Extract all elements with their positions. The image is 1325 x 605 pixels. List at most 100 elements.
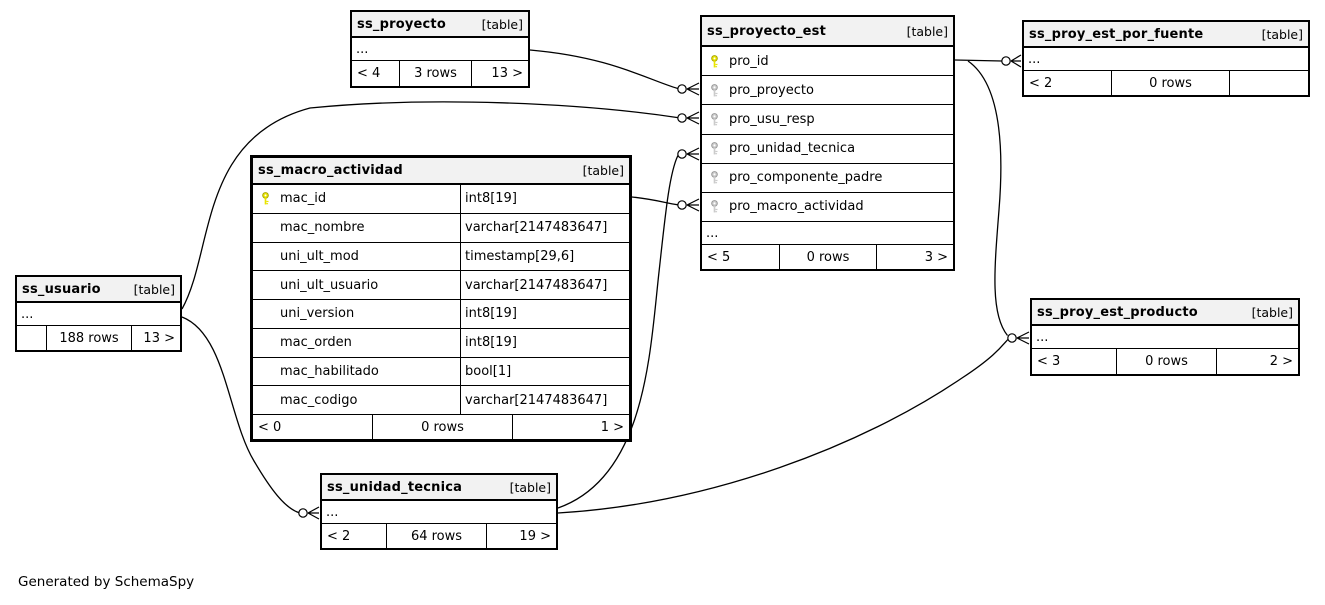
table-ss_unidad_tecnica[interactable]: ss_unidad_tecnica [table] ... < 2 64 row…	[320, 473, 558, 550]
row-count: 188 rows	[47, 326, 132, 350]
column-row-pro_unidad_tecnica[interactable]: pro_unidad_tecnica	[702, 135, 953, 164]
primary-key-icon	[709, 54, 721, 68]
table-ss_usuario[interactable]: ss_usuario [table] ... 188 rows 13 >	[15, 275, 182, 352]
table-ss_proyecto[interactable]: ss_proyecto [table] ... < 4 3 rows 13 >	[350, 10, 530, 88]
table-name[interactable]: ss_usuario	[22, 281, 101, 297]
table-name[interactable]: ss_macro_actividad	[258, 163, 403, 178]
collapsed-columns-ellipsis: ...	[352, 38, 528, 61]
table-name[interactable]: ss_proyecto_est	[707, 23, 827, 39]
collapsed-columns-ellipsis: ...	[1024, 48, 1308, 71]
table-header[interactable]: ss_macro_actividad [table]	[253, 158, 629, 185]
column-row-mac_nombre[interactable]: mac_nombre varchar[2147483647]	[253, 213, 629, 243]
column-name: pro_proyecto	[729, 82, 814, 98]
column-name: pro_unidad_tecnica	[729, 141, 856, 157]
column-row-uni_ult_mod[interactable]: uni_ult_mod timestamp[29,6]	[253, 242, 629, 272]
children-count: 2 >	[1269, 354, 1293, 369]
row-count: 0 rows	[1112, 71, 1230, 95]
children-count: 1 >	[600, 419, 624, 435]
column-row-pro_proyecto[interactable]: pro_proyecto	[702, 76, 953, 106]
column-name: pro_id	[729, 53, 769, 69]
crowfoot-marker-ss_proy_est_producto	[1007, 331, 1030, 345]
column-name: uni_ult_mod	[280, 248, 359, 264]
column-type: varchar[2147483647]	[465, 220, 608, 236]
table-header[interactable]: ss_unidad_tecnica [table]	[322, 475, 556, 501]
column-type: int8[19]	[465, 191, 517, 207]
relationship-pro_id-to-ss_proy_est_por_fuente	[954, 59, 1002, 62]
table-type-tag: [table]	[481, 16, 523, 32]
parents-count: < 0	[253, 415, 373, 439]
crowfoot-marker-pro_proyecto	[677, 82, 700, 96]
column-row-mac_habilitado[interactable]: mac_habilitado bool[1]	[253, 357, 629, 387]
table-type-tag: [table]	[1261, 26, 1303, 42]
row-count: 0 rows	[373, 415, 513, 439]
relationship-ss_usuario-to-pro_usu_resp	[181, 101, 678, 310]
table-header[interactable]: ss_usuario [table]	[17, 277, 180, 303]
table-ss_macro_actividad[interactable]: ss_macro_actividad [table] mac_id int8[1…	[250, 155, 632, 442]
children-count: 13 >	[143, 330, 175, 346]
column-row-pro_macro_actividad[interactable]: pro_macro_actividad	[702, 193, 953, 223]
crowfoot-marker-ss_unidad_tecnica	[298, 506, 320, 520]
foreign-key-icon	[709, 113, 721, 126]
table-footer: < 2 0 rows	[1024, 71, 1308, 95]
column-row-mac_codigo[interactable]: mac_codigo varchar[2147483647]	[253, 386, 629, 415]
parents-count: < 2	[1024, 71, 1112, 95]
table-footer: < 0 0 rows 1 >	[253, 415, 629, 439]
column-name: pro_componente_padre	[729, 170, 883, 186]
foreign-key-icon	[709, 171, 721, 184]
column-row-pro_componente_padre[interactable]: pro_componente_padre	[702, 164, 953, 193]
column-row-uni_version[interactable]: uni_version int8[19]	[253, 300, 629, 329]
children-count: 13 >	[491, 66, 523, 81]
parents-count: < 4	[352, 61, 400, 86]
crowfoot-marker-pro_unidad_tecnica	[677, 147, 700, 161]
collapsed-columns-ellipsis: ...	[17, 303, 180, 326]
children-count: 19 >	[519, 528, 551, 544]
table-name[interactable]: ss_proy_est_producto	[1037, 304, 1198, 320]
column-name: pro_macro_actividad	[729, 199, 864, 215]
table-header[interactable]: ss_proyecto_est [table]	[702, 17, 953, 47]
column-row-mac_id[interactable]: mac_id int8[19]	[253, 185, 629, 214]
table-footer: < 4 3 rows 13 >	[352, 61, 528, 86]
table-ss_proy_est_por_fuente[interactable]: ss_proy_est_por_fuente [table] ... < 2 0…	[1022, 20, 1310, 97]
column-name: mac_habilitado	[280, 363, 379, 379]
table-footer: < 2 64 rows 19 >	[322, 524, 556, 548]
relationship-ss_proyecto-to-pro_proyecto	[529, 49, 678, 90]
table-type-tag: [table]	[582, 163, 624, 178]
crowfoot-marker-pro_macro_actividad	[677, 198, 700, 212]
table-footer: < 5 0 rows 3 >	[702, 245, 953, 270]
table-footer: < 3 0 rows 2 >	[1032, 349, 1298, 374]
column-row-pro_usu_resp[interactable]: pro_usu_resp	[702, 105, 953, 135]
column-type: varchar[2147483647]	[465, 392, 608, 408]
row-count: 0 rows	[1117, 349, 1217, 374]
table-footer: 188 rows 13 >	[17, 326, 180, 350]
collapsed-columns-ellipsis: ...	[1032, 326, 1298, 349]
column-row-pro_id[interactable]: pro_id	[702, 47, 953, 77]
primary-key-icon	[260, 192, 272, 205]
foreign-key-icon	[709, 200, 721, 213]
column-name: uni_version	[280, 306, 355, 322]
table-header[interactable]: ss_proy_est_producto [table]	[1032, 300, 1298, 326]
table-name[interactable]: ss_proyecto	[357, 16, 446, 32]
parents-count: < 3	[1032, 349, 1117, 374]
column-type: int8[19]	[465, 335, 517, 351]
column-type: timestamp[29,6]	[465, 248, 575, 264]
table-ss_proyecto_est[interactable]: ss_proyecto_est [table] pro_id pro_proye…	[700, 15, 955, 271]
relationship-ss_unidad_tecnica-to-pro_unidad_tecnica	[557, 155, 679, 509]
column-type: varchar[2147483647]	[465, 277, 608, 293]
table-name[interactable]: ss_unidad_tecnica	[327, 479, 463, 495]
column-row-mac_orden[interactable]: mac_orden int8[19]	[253, 328, 629, 358]
column-name: mac_nombre	[280, 220, 365, 236]
table-header[interactable]: ss_proyecto [table]	[352, 12, 528, 38]
parents-count: < 5	[702, 245, 780, 270]
row-count: 3 rows	[400, 61, 472, 86]
table-ss_proy_est_producto[interactable]: ss_proy_est_producto [table] ... < 3 0 r…	[1030, 298, 1300, 376]
table-name[interactable]: ss_proy_est_por_fuente	[1029, 26, 1204, 42]
foreign-key-icon	[709, 142, 721, 155]
crowfoot-marker-pro_usu_resp	[677, 111, 700, 125]
relationship-ss_unidad_tecnica-to-ss_proy_est_producto	[557, 339, 1009, 514]
table-type-tag: [table]	[509, 479, 551, 495]
table-header[interactable]: ss_proy_est_por_fuente [table]	[1024, 22, 1308, 48]
children-count	[1230, 71, 1308, 95]
column-row-uni_ult_usuario[interactable]: uni_ult_usuario varchar[2147483647]	[253, 271, 629, 300]
relationship-mac_id-to-pro_macro_actividad	[631, 196, 678, 206]
